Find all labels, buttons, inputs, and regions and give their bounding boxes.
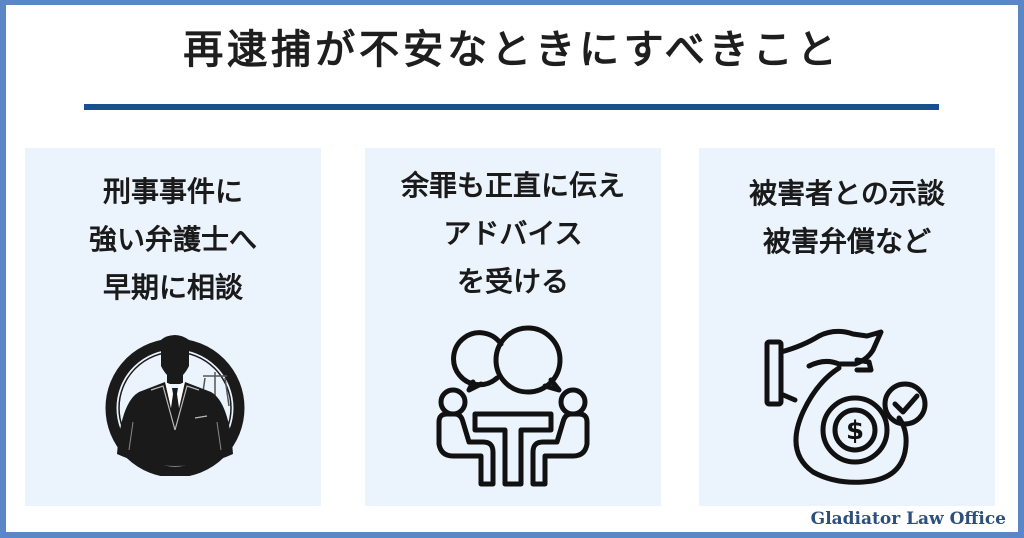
panel-line: 強い弁護士へ: [88, 223, 257, 256]
lawyer-in-circle-icon: [105, 335, 245, 476]
panel-line: 余罪も正直に伝え: [400, 169, 625, 202]
panel-line: 被害弁償など: [762, 225, 931, 258]
panel-honest-advice: 余罪も正直に伝え アドバイス を受ける: [365, 148, 661, 506]
panel-line: 被害者との示談: [749, 177, 945, 210]
panel-line: を受ける: [456, 265, 569, 298]
title-underline: [84, 104, 939, 110]
consultation-meeting-icon: [436, 325, 590, 487]
panel-text: 被害者との示談 被害弁償など: [699, 170, 995, 266]
panel-line: アドバイス: [443, 217, 583, 250]
brand-watermark: Gladiator Law Office: [810, 509, 1006, 529]
panel-line: 刑事事件に: [102, 175, 243, 208]
panel-text: 刑事事件に 強い弁護士へ 早期に相談: [25, 168, 321, 312]
page-title: 再逮捕が不安なときにすべきこと: [183, 27, 841, 73]
hand-money-bag-check-icon: $: [764, 328, 928, 485]
svg-text:$: $: [846, 416, 864, 446]
panel-line: 早期に相談: [102, 271, 243, 304]
panel-text: 余罪も正直に伝え アドバイス を受ける: [365, 162, 661, 306]
panel-consult-lawyer: 刑事事件に 強い弁護士へ 早期に相談: [25, 148, 321, 506]
panel-settlement: 被害者との示談 被害弁償など $: [699, 148, 995, 506]
